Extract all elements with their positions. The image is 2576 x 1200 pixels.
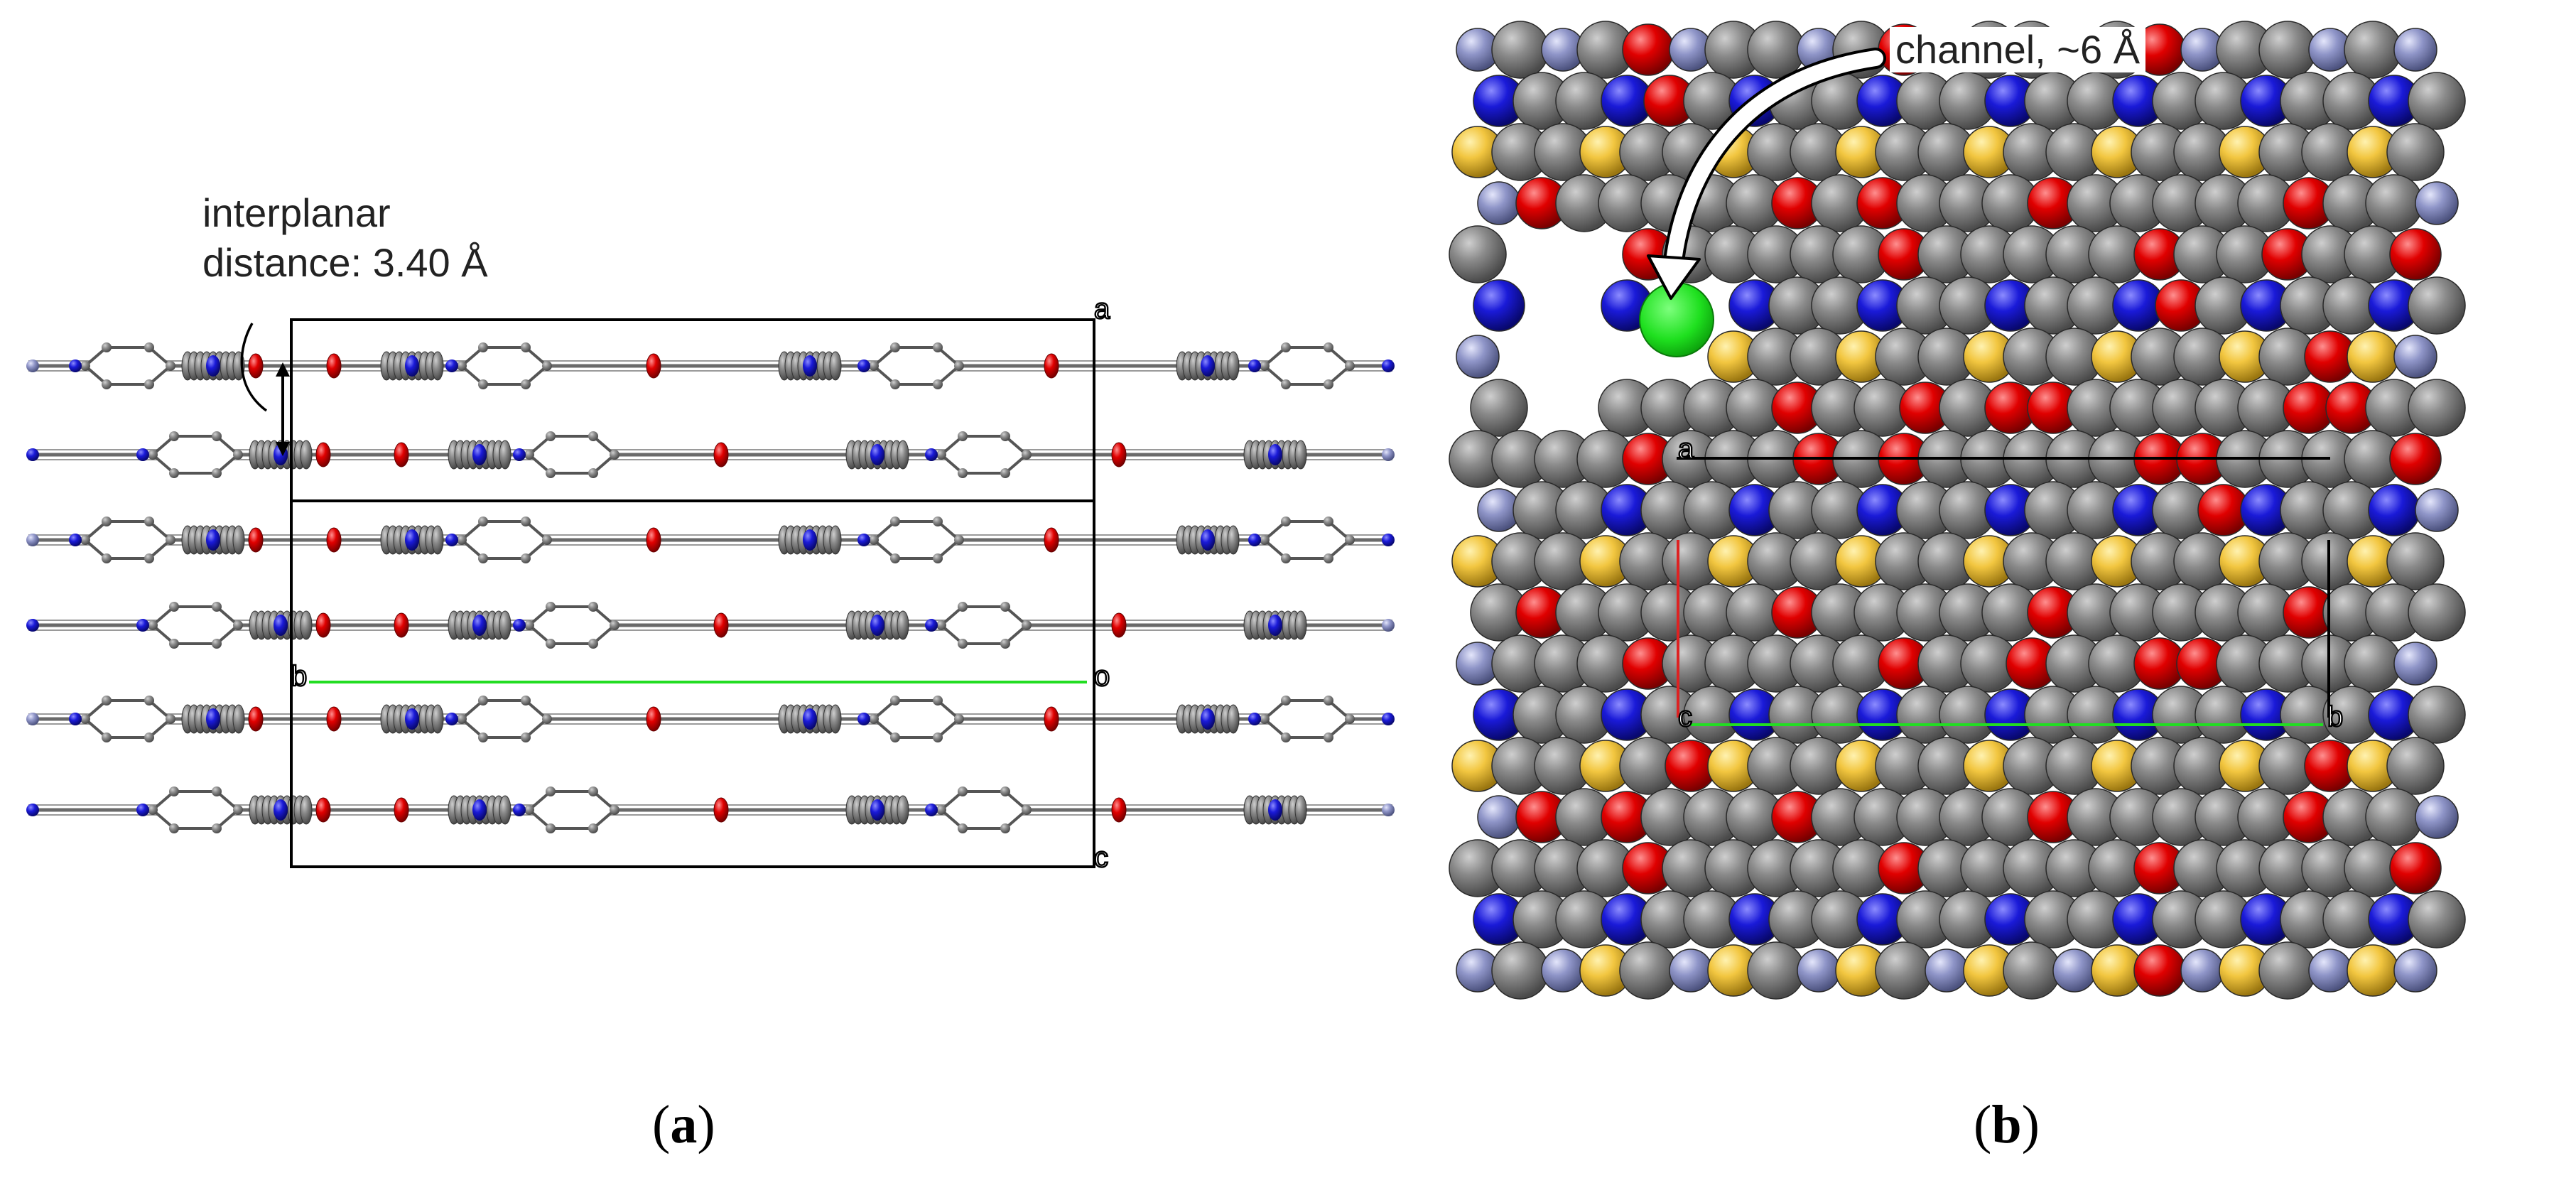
axis-label-b-b: b [2327,701,2343,733]
atom-sphere [2389,228,2442,281]
panel-b-space-filling-model [1449,21,2466,1000]
axis-label-c: c [1094,842,1108,873]
atom-sphere [2408,890,2466,948]
axis-label-c-b: c [1678,701,1692,733]
molecular-layer [26,342,1395,389]
interplanar-label-line1: interplanar [202,190,391,235]
atom-sphere [2347,330,2399,383]
channel-callout-arrow [1647,48,1886,300]
atom-sphere [1491,941,1549,1000]
atom-sphere [1449,225,1507,283]
atom-sphere [2386,737,2445,795]
panel-a-molecular-layers [26,342,1395,833]
atom-sphere [2368,484,2420,536]
atom-sphere [1470,379,1528,437]
caption-b: (b) [1974,1095,2040,1155]
atom-sphere [1477,795,1521,839]
atom-sphere [2133,944,2186,997]
atom-sphere [2415,181,2459,225]
atom-sphere [1619,941,1677,1000]
atom-sphere [1925,948,1969,993]
atom-sphere [2344,634,2402,693]
atom-sphere [2408,583,2466,642]
atom-sphere [2180,948,2224,993]
caption-b-letter: b [1991,1095,2022,1155]
atom-sphere [1669,948,1713,993]
atom-sphere [2393,335,2437,379]
atom-sphere [2389,433,2442,485]
molecular-layer [26,602,1395,649]
interplanar-label-line2: distance: 3.40 Å [202,240,488,285]
atom-sphere [2408,686,2466,744]
atom-sphere [2258,21,2317,79]
axis-label-b: b [291,661,307,692]
atom-sphere [1541,948,1585,993]
atom-sphere [1456,335,1500,379]
atom-sphere [2365,174,2423,232]
channel-marker [1639,282,1714,357]
interplanar-distance-indicator [240,323,290,456]
atom-sphere [1797,948,1841,993]
caption-a-letter: a [670,1095,698,1155]
panel-a-unit-cell: a b o c [290,293,1111,874]
panel-a-packing-view: a b o c [26,293,1395,874]
atom-sphere [2347,944,2399,997]
atom-sphere [2003,941,2061,1000]
atom-sphere [2258,941,2317,1000]
atom-sphere [1622,23,1674,76]
atom-sphere [1747,21,1805,79]
atom-sphere [2389,842,2442,894]
atom-sphere [2393,642,2437,686]
axis-label-a: a [1094,293,1110,325]
atom-sphere [1477,181,1521,225]
atom-sphere [2365,788,2423,846]
atom-sphere [1875,941,1933,1000]
axis-label-a-b: a [1678,433,1694,465]
atom-sphere [2386,532,2445,590]
panel-b-unit-cell: a c b [1677,433,2344,733]
atom-sphere [2408,276,2466,335]
axis-label-o: o [1094,661,1110,692]
atom-sphere [1473,279,1525,332]
atom-sphere [2344,21,2402,79]
atom-sphere [2308,948,2352,993]
atom-sphere [2415,795,2459,839]
atom-sphere [2408,379,2466,437]
atom-sphere [2393,28,2437,72]
molecular-layer [26,696,1395,742]
atom-sphere [1491,21,1549,79]
atom-sphere [2052,948,2096,993]
caption-a: (a) [652,1095,715,1155]
channel-label: channel, ~6 Å [1890,27,2146,73]
atom-sphere [2415,488,2459,532]
atom-sphere [2386,123,2445,181]
molecular-layer [26,787,1395,833]
molecular-layer [26,517,1395,563]
curved-leader-line [240,323,268,412]
molecular-layer [26,431,1395,478]
unit-cell-outline [290,318,1095,868]
panel-b-space-filling-view: a c b [1449,21,2466,1000]
atom-sphere [2408,72,2466,130]
atom-sphere [2393,948,2437,993]
atom-sphere [1747,941,1805,1000]
